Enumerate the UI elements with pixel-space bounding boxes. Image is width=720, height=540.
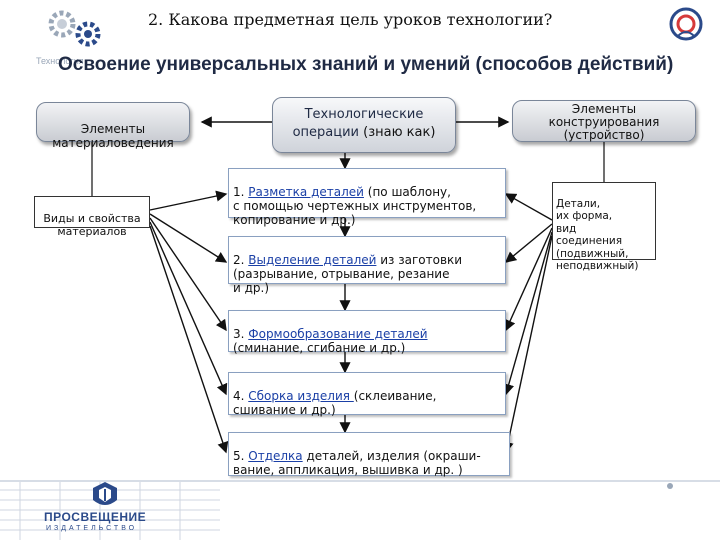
emblem-icon [669, 7, 703, 41]
tech-operations-line1: Технологические [304, 107, 424, 122]
operation-4-desc: (склеивание, сшивание и др.) [233, 389, 437, 417]
construction-box: Элементы конструирования (устройство) [512, 100, 696, 142]
operation-5-link[interactable]: Отделка [248, 449, 303, 463]
operation-box-4: 4. Сборка изделия (склеивание, сшивание … [228, 372, 506, 417]
operation-box-3: 3. Формообразование деталей (сминание, с… [228, 310, 506, 355]
header-watermark: Технология [36, 56, 84, 66]
operation-5-num: 5. [233, 449, 249, 463]
page-title: 2. Какова предметная цель уроков техноло… [148, 10, 553, 29]
operation-5-desc: деталей, изделия (окраши- вание, апплика… [233, 449, 481, 477]
tech-operations-label: операции [292, 125, 364, 140]
page-subtitle: Освоение универсальных знаний и умений (… [58, 54, 674, 75]
construction-line3: (устройство) [563, 128, 645, 142]
operation-1-desc: (по шаблону, с помощью чертежных инструм… [233, 185, 477, 227]
operation-4-link[interactable]: Сборка изделия [248, 389, 354, 403]
tech-operations-box: Технологические операции (знаю как) [272, 97, 456, 153]
operation-4-num: 4. [233, 389, 249, 403]
operation-1-num: 1. [233, 185, 249, 199]
construction-line2: конструирования [548, 115, 660, 129]
materials-science-label: Элементы материаловедения [52, 122, 174, 150]
construction-details-label: Детали, их форма, вид соединения (подвиж… [556, 197, 639, 273]
operation-3-desc: (сминание, сгибание и др.) [233, 341, 406, 355]
materials-properties-label: Виды и свойства материалов [43, 212, 141, 238]
tech-operations-note: (знаю как) [363, 125, 436, 140]
header-band [0, 0, 720, 52]
operation-2-desc: из заготовки (разрывание, отрывание, рез… [233, 253, 463, 295]
publisher-logo-text: ПРОСВЕЩЕНИЕ [44, 510, 147, 524]
materials-properties-box: Виды и свойства материалов [34, 196, 150, 238]
construction-line1: Элементы [571, 102, 637, 116]
tech-operations-line2: операции (знаю как) [273, 124, 455, 142]
operation-2-link[interactable]: Выделение деталей [248, 253, 377, 267]
materials-science-box: Элементы материаловедения [36, 102, 190, 150]
gears-icon [48, 10, 101, 47]
prosveshchenie-logo-icon [93, 482, 117, 505]
operation-box-5: 5. Отделка деталей, изделия (окраши- ван… [228, 432, 510, 477]
publisher-logo-subtext: ИЗДАТЕЛЬСТВО [46, 525, 138, 532]
operation-3-num: 3. [233, 327, 249, 341]
operation-box-1: 1. Разметка деталей (по шаблону, с помощ… [228, 168, 506, 227]
operation-box-2: 2. Выделение деталей из заготовки (разры… [228, 236, 506, 295]
operation-2-num: 2. [233, 253, 249, 267]
construction-details-box: Детали, их форма, вид соединения (подвиж… [552, 182, 656, 272]
operation-3-link[interactable]: Формообразование деталей [248, 327, 428, 341]
operation-1-link[interactable]: Разметка деталей [248, 185, 364, 199]
